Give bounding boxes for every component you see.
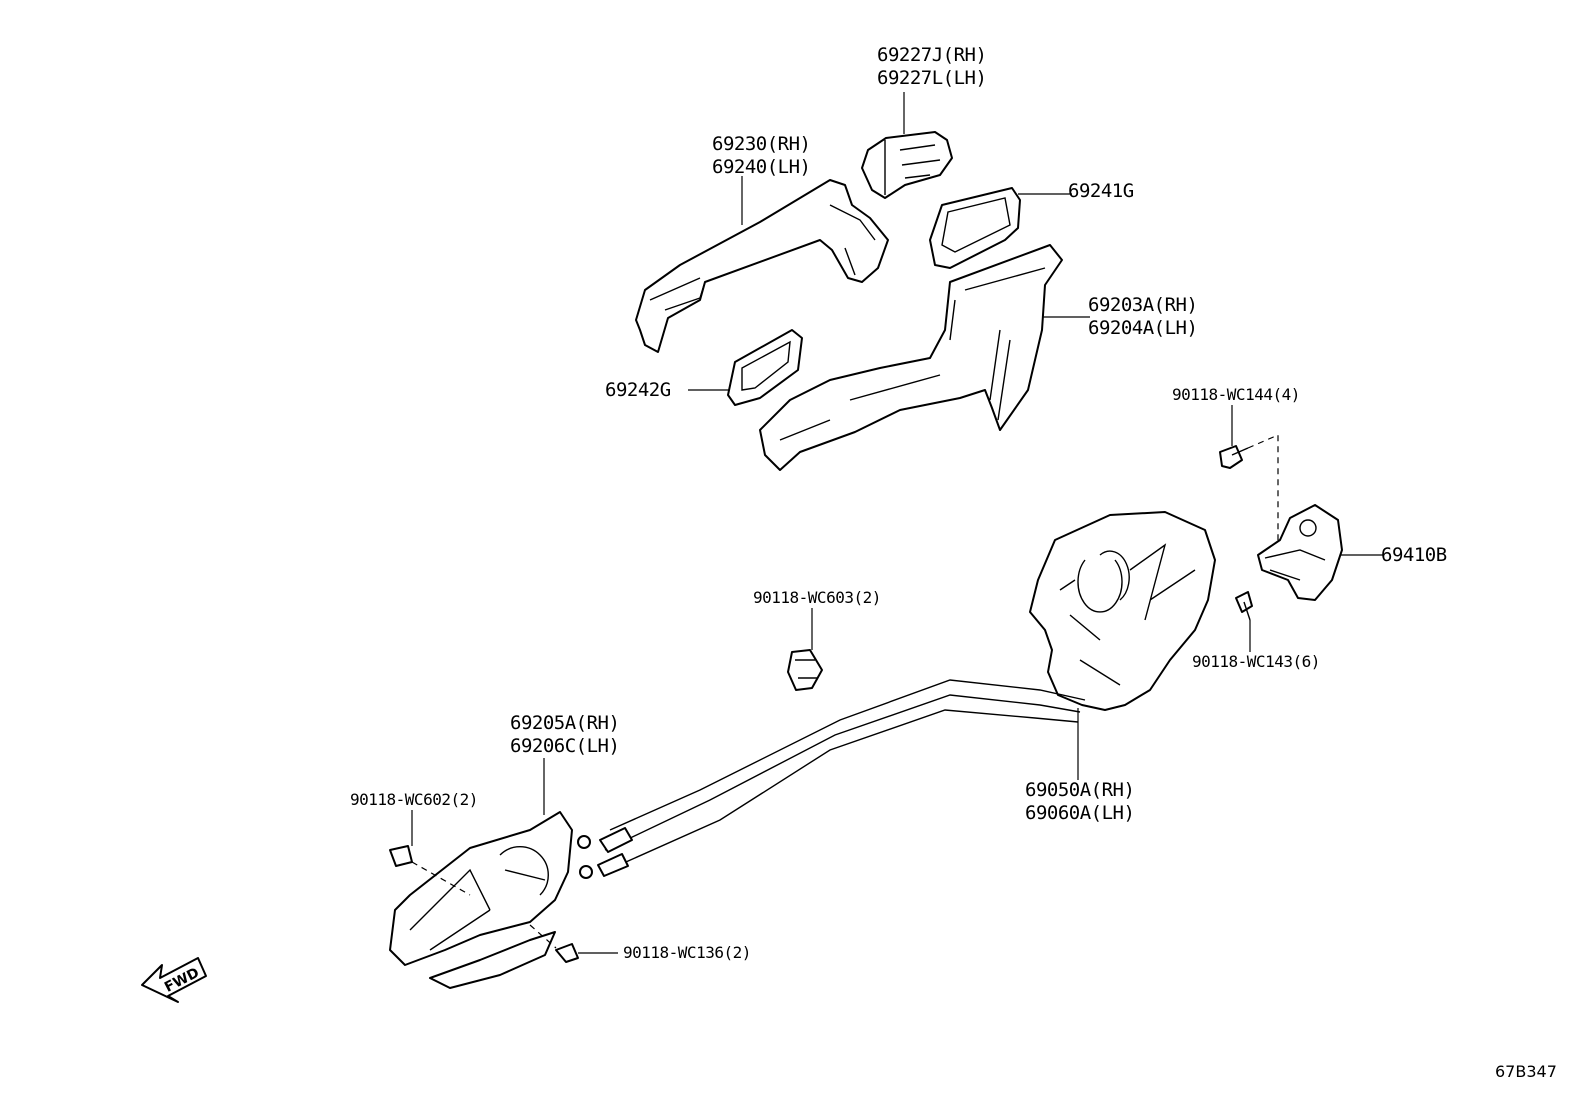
gasket-part: [929, 187, 1021, 269]
label-69227: 69227J(RH) 69227L(LH): [877, 44, 987, 90]
label-69242: 69242G: [605, 379, 671, 401]
outside-handle-part: [635, 179, 889, 353]
label-69205: 69205A(RH) 69206C(LH): [510, 712, 620, 758]
screw-wc144: [1219, 445, 1249, 469]
handle-cap-part: [861, 131, 953, 199]
handle-frame-part: [759, 244, 1063, 471]
label-wc144: 90118-WC144(4): [1172, 385, 1300, 404]
label-wc602: 90118-WC602(2): [350, 790, 478, 809]
label-wc136: 90118-WC136(2): [623, 943, 751, 962]
small-gasket-part: [727, 329, 803, 406]
inside-handle-part: [389, 811, 573, 989]
screw-wc136: [555, 943, 579, 963]
label-69203-rh: 69203A(RH): [1088, 294, 1198, 316]
label-69205-rh: 69205A(RH): [510, 712, 620, 734]
striker-part: [1257, 504, 1343, 601]
label-wc143: 90118-WC143(6): [1192, 652, 1320, 671]
label-69410: 69410B: [1381, 544, 1447, 566]
label-69230-lh: 69240(LH): [712, 156, 811, 178]
label-69205-lh: 69206C(LH): [510, 735, 620, 757]
fwd-arrow-icon: FWD: [141, 957, 207, 1003]
door-lock-part: [1029, 511, 1216, 711]
diagram-code: 67B347: [1495, 1062, 1557, 1081]
label-69227-rh: 69227J(RH): [877, 44, 987, 66]
screw-wc143: [1235, 591, 1253, 621]
clip-wc603: [787, 649, 823, 691]
label-69227-lh: 69227L(LH): [877, 67, 987, 89]
label-69050-lh: 69060A(LH): [1025, 802, 1135, 824]
label-69050: 69050A(RH) 69060A(LH): [1025, 779, 1135, 825]
cables: [577, 679, 1086, 879]
label-69241: 69241G: [1068, 180, 1134, 202]
label-wc603: 90118-WC603(2): [753, 588, 881, 607]
label-69230-rh: 69230(RH): [712, 133, 811, 155]
clip-wc602: [389, 845, 413, 867]
label-69203: 69203A(RH) 69204A(LH): [1088, 294, 1198, 340]
label-69230: 69230(RH) 69240(LH): [712, 133, 811, 179]
label-69050-rh: 69050A(RH): [1025, 779, 1135, 801]
label-69203-lh: 69204A(LH): [1088, 317, 1198, 339]
